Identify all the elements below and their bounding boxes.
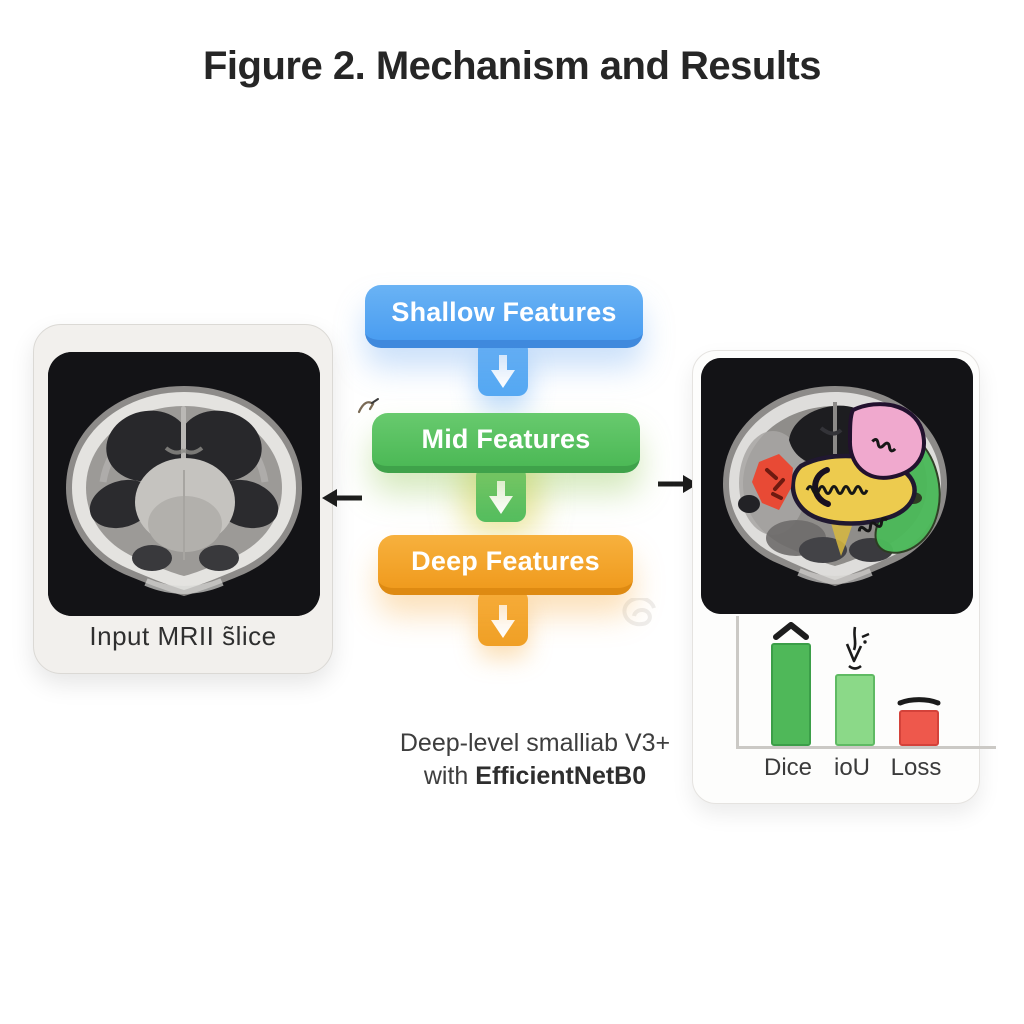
down-arrow-icon [491, 355, 515, 388]
faint-swirl-mark [622, 598, 656, 627]
figure-title: Figure 2. Mechanism and Results [203, 44, 822, 88]
mri-slice-graphic [48, 352, 320, 616]
flow-box-label: Deep Features [411, 546, 600, 576]
arrow-right-icon [658, 475, 698, 493]
segmented-mri-image [701, 358, 973, 614]
input-mri-card: Input MRII s̃lice [33, 324, 333, 674]
flow-box-shallow-features: Shallow Features [365, 285, 643, 348]
segmented-brain-graphic [701, 358, 973, 614]
caption-line2-model-name: EfficientNetB0 [475, 762, 647, 790]
down-arrow-tab-mid [476, 466, 526, 522]
annotation-up-arrow [773, 622, 809, 640]
pen-scribble-mark [357, 398, 379, 414]
annotation-flat-dash [896, 697, 942, 707]
input-mri-image [48, 352, 320, 616]
flow-box-label: Mid Features [421, 424, 591, 454]
down-arrow-tab-shallow [478, 340, 528, 396]
down-arrow-icon [491, 605, 515, 638]
bar-label-dice: Dice [764, 754, 813, 781]
flow-box-label: Shallow Features [391, 297, 617, 327]
illegible-annotation [805, 437, 897, 533]
down-arrow-icon [489, 481, 513, 514]
caption-line2: with EfficientNetB0 [355, 760, 715, 793]
model-caption: Deep-level smalliab V3+ with EfficientNe… [355, 727, 715, 793]
bar-column-dice [771, 616, 811, 746]
annotation-down-arrow [838, 625, 872, 671]
bar-dice [771, 643, 811, 746]
down-arrow-tab-deep [478, 590, 528, 646]
caption-line1: Deep-level smalliab V3+ [399, 729, 671, 757]
caption-line2-prefix: with [423, 762, 476, 790]
input-mri-label: Input MRII s̃lice [89, 621, 277, 651]
metrics-bar-chart [736, 616, 996, 749]
bar-column-iou [835, 616, 875, 746]
flow-box-deep-features: Deep Features [378, 535, 633, 595]
bar-column-loss [896, 616, 942, 746]
arrow-left-icon [322, 489, 362, 507]
bar-loss [899, 710, 939, 746]
bar-label-iou: ioU [833, 754, 870, 781]
bar-iou [835, 674, 875, 746]
flow-box-mid-features: Mid Features [372, 413, 640, 473]
bar-label-loss: Loss [890, 754, 942, 781]
